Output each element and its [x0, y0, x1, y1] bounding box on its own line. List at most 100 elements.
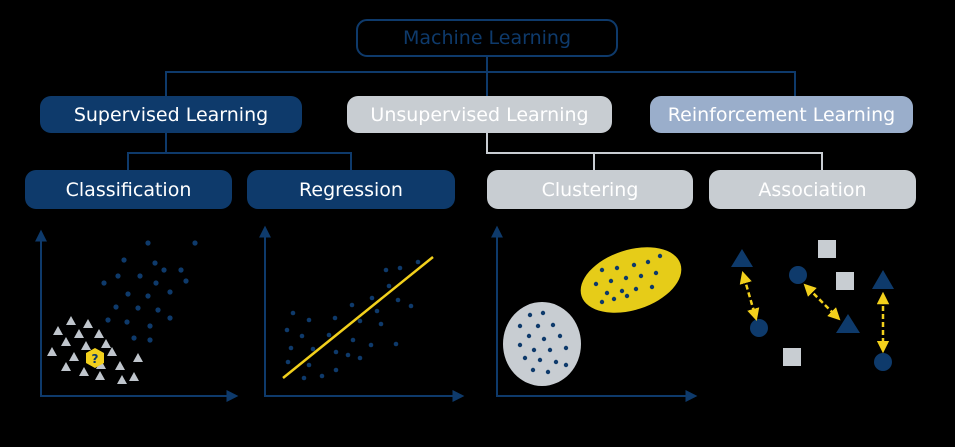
- classification-triangles: [47, 316, 143, 384]
- classification-axes: [35, 229, 239, 402]
- scatter-point: [147, 323, 153, 329]
- classification-points: [101, 240, 198, 343]
- classification-node: Classification: [25, 170, 232, 209]
- scatter-point: [368, 342, 374, 348]
- regression-line: [282, 256, 434, 379]
- scatter-point: [550, 322, 556, 328]
- triangle-point: [133, 353, 143, 362]
- scatter-point: [624, 293, 630, 299]
- triangle-point: [95, 371, 105, 380]
- cluster-yellow: [580, 247, 682, 313]
- scatter-point: [557, 333, 563, 339]
- scatter-point: [115, 273, 121, 279]
- scatter-point: [374, 308, 380, 314]
- scatter-point: [522, 355, 528, 361]
- scatter-point: [604, 290, 610, 296]
- scatter-point: [527, 312, 533, 318]
- scatter-point: [105, 317, 111, 323]
- triangle-point: [129, 372, 139, 381]
- scatter-point: [131, 335, 137, 341]
- scatter-point: [638, 273, 644, 279]
- scatter-point: [408, 303, 414, 309]
- triangle-point: [53, 326, 63, 335]
- scatter-point: [623, 275, 629, 281]
- scatter-point: [333, 367, 339, 373]
- scatter-point: [357, 355, 363, 361]
- scatter-point: [547, 347, 553, 353]
- triangle-point: [74, 329, 84, 338]
- association-square: [783, 348, 801, 366]
- triangle-point: [83, 319, 93, 328]
- scatter-point: [333, 349, 339, 355]
- regression-node: Regression: [247, 170, 455, 209]
- connector-unsupervised-subtypes: [486, 133, 823, 170]
- scatter-point: [135, 305, 141, 311]
- unknown-point-label: ?: [92, 352, 99, 366]
- root-node: Machine Learning: [356, 19, 618, 57]
- scatter-point: [645, 259, 651, 265]
- association-plot: [731, 240, 894, 371]
- scatter-point: [393, 341, 399, 347]
- scatter-point: [183, 278, 189, 284]
- scatter-point: [284, 327, 290, 333]
- scatter-point: [290, 310, 296, 316]
- scatter-point: [121, 257, 127, 263]
- triangle-point: [107, 347, 117, 356]
- scatter-point: [537, 357, 543, 363]
- scatter-point: [285, 359, 291, 365]
- scatter-point: [369, 295, 375, 301]
- connector-supervised-subtypes: [127, 133, 352, 170]
- regression-plot: [259, 225, 465, 402]
- scatter-point: [167, 315, 173, 321]
- scatter-point: [517, 342, 523, 348]
- scatter-point: [101, 280, 107, 286]
- scatter-point: [357, 318, 363, 324]
- scatter-point: [155, 307, 161, 313]
- scatter-point: [192, 240, 198, 246]
- scatter-point: [611, 296, 617, 302]
- connector-root-to-categories: [165, 57, 796, 96]
- scatter-point: [633, 286, 639, 292]
- scatter-point: [349, 302, 355, 308]
- scatter-point: [125, 291, 131, 297]
- association-square: [836, 272, 854, 290]
- cluster-gray-points: [517, 310, 569, 375]
- scatter-point: [563, 362, 569, 368]
- association-circle: [874, 353, 892, 371]
- triangle-point: [115, 361, 125, 370]
- scatter-point: [383, 267, 389, 273]
- clustering-node: Clustering: [487, 170, 693, 209]
- scatter-point: [350, 337, 356, 343]
- scatter-point: [386, 283, 392, 289]
- cluster-gray: [503, 302, 581, 386]
- scatter-point: [563, 345, 569, 351]
- clustering-plot: [491, 225, 698, 402]
- reinforcement-learning-node: Reinforcement Learning: [650, 96, 913, 133]
- scatter-point: [599, 267, 605, 273]
- scatter-point: [631, 262, 637, 268]
- scatter-point: [657, 253, 663, 259]
- scatter-point: [531, 347, 537, 353]
- scatter-point: [614, 265, 620, 271]
- scatter-point: [178, 267, 184, 273]
- classification-plot: ?: [35, 229, 239, 402]
- scatter-point: [301, 375, 307, 381]
- scatter-point: [619, 288, 625, 294]
- scatter-point: [649, 284, 655, 290]
- association-arrow: [739, 270, 760, 322]
- scatter-point: [152, 260, 158, 266]
- scatter-point: [530, 367, 536, 373]
- scatter-point: [608, 278, 614, 284]
- triangle-point: [79, 367, 89, 376]
- scatter-point: [415, 259, 421, 265]
- association-circle: [789, 266, 807, 284]
- scatter-point: [517, 323, 523, 329]
- scatter-point: [319, 373, 325, 379]
- scatter-point: [593, 281, 599, 287]
- scatter-point: [147, 337, 153, 343]
- scatter-point: [535, 323, 541, 329]
- scatter-point: [599, 299, 605, 305]
- scatter-point: [345, 352, 351, 358]
